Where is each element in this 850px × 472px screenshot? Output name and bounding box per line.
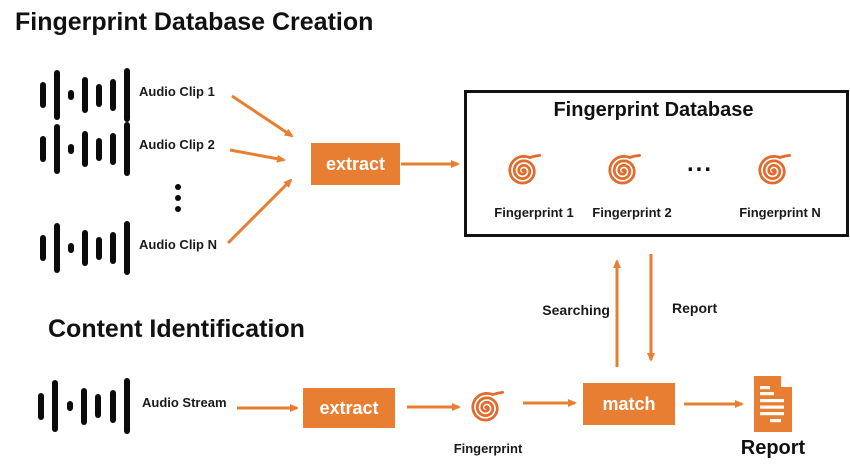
bottom-section-title: Content Identification xyxy=(48,315,305,343)
arrow-clip1-to-extract xyxy=(231,94,294,138)
horizontal-ellipsis: ... xyxy=(686,150,713,177)
extract-box-bottom: extract xyxy=(303,388,395,428)
searching-label: Searching xyxy=(542,302,610,318)
arrow-clip2-to-extract xyxy=(229,148,286,163)
fingerprint-database-box xyxy=(464,90,849,237)
report-output-label: Report xyxy=(740,437,806,459)
audio-waveform-icon xyxy=(40,221,130,275)
fingerprint-spiral-icon xyxy=(608,153,642,185)
fingerprint-2-label: Fingerprint 2 xyxy=(592,205,672,220)
audio-waveform-icon xyxy=(40,68,130,122)
fingerprint-1-label: Fingerprint 1 xyxy=(494,205,574,220)
fingerprint-spiral-icon xyxy=(758,153,792,185)
match-box: match xyxy=(583,383,675,425)
audio-waveform-icon xyxy=(38,378,130,434)
fingerprint-label: Fingerprint xyxy=(453,441,523,456)
fingerprint-spiral-icon xyxy=(471,390,505,422)
audio-clip-1-label: Audio Clip 1 xyxy=(139,84,215,99)
fingerprint-database-title: Fingerprint Database xyxy=(553,99,754,121)
audio-stream-label: Audio Stream xyxy=(142,395,227,410)
fingerprint-spiral-icon xyxy=(508,153,542,185)
vertical-ellipsis-dots xyxy=(175,184,181,212)
top-section-title: Fingerprint Database Creation xyxy=(15,8,374,36)
report-document-icon xyxy=(754,376,792,432)
audio-clip-n-label: Audio Clip N xyxy=(139,237,217,252)
report-link-label: Report xyxy=(672,300,718,316)
audio-waveform-icon xyxy=(40,122,130,176)
fingerprint-n-label: Fingerprint N xyxy=(739,205,821,220)
arrow-clipN-to-extract xyxy=(226,178,293,245)
audio-clip-2-label: Audio Clip 2 xyxy=(139,137,215,152)
extract-box-top: extract xyxy=(311,143,400,185)
